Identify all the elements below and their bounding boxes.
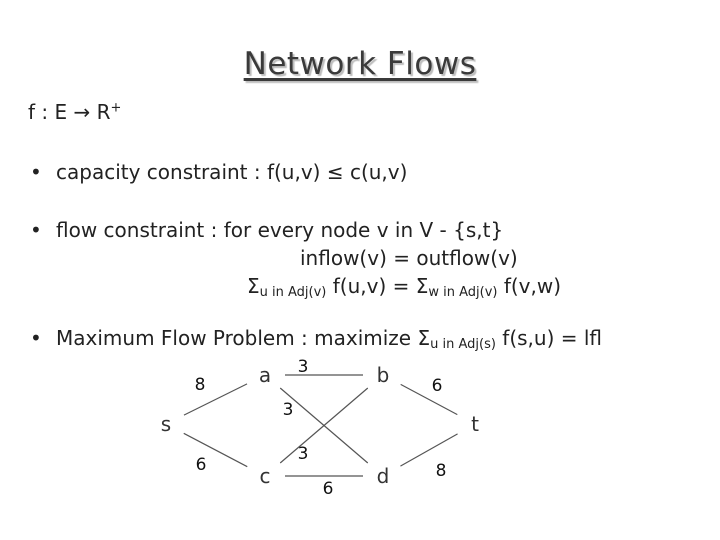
edge-c-b	[279, 387, 369, 464]
sigma-symbol: Σ	[247, 274, 260, 298]
node-d	[363, 456, 403, 496]
bullet-dot: •	[30, 218, 42, 242]
flow-constraint: flow constraint : for every node v in V …	[56, 218, 504, 242]
node-label: d	[377, 464, 390, 488]
node-label: t	[471, 412, 479, 436]
edge-capacity-label: 6	[196, 455, 207, 475]
node-a	[245, 355, 285, 395]
max-flow-end: f(s,u) = lfl	[495, 326, 603, 350]
max-flow-text: Maximum Flow Problem : maximize Σ	[56, 326, 431, 350]
flow-equation-end: f(v,w)	[497, 274, 562, 298]
capacity-constraint: capacity constraint : f(u,v) ≤ c(u,v)	[56, 160, 408, 184]
edge-s-a	[183, 383, 248, 416]
flow-equation-sum: Σu in Adj(v) f(u,v) = Σw in Adj(v) f(v,w…	[247, 274, 561, 300]
slide-title: Network Flows	[243, 46, 477, 82]
edge-b-t	[400, 383, 458, 416]
edge-capacity-label: 6	[432, 376, 443, 396]
node-s	[146, 404, 186, 444]
definition: f : E → R+	[28, 100, 121, 124]
edge-capacity-label: 8	[436, 461, 447, 481]
node-label: c	[260, 464, 271, 488]
node-label: s	[161, 412, 171, 436]
flow-equation-inflow: inflow(v) = outflow(v)	[300, 246, 518, 270]
edge-d-t	[400, 433, 458, 467]
sum-subscript: u in Adj(v)	[259, 285, 327, 300]
sum-subscript: u in Adj(s)	[430, 337, 496, 352]
bullet-dot: •	[30, 326, 42, 350]
bullet-dot: •	[30, 160, 42, 184]
sum-subscript: w in Adj(v)	[428, 285, 498, 300]
edge-capacity-label: 3	[298, 357, 309, 377]
edge-capacity-label: 6	[323, 479, 334, 499]
edge-capacity-label: 3	[283, 400, 294, 420]
node-label: b	[377, 363, 390, 387]
definition-superscript: +	[110, 100, 122, 116]
max-flow-problem: Maximum Flow Problem : maximize Σu in Ad…	[56, 326, 602, 352]
node-label: a	[259, 363, 271, 387]
edge-capacity-label: 8	[195, 375, 206, 395]
node-c	[245, 456, 285, 496]
edge-capacity-label: 3	[298, 444, 309, 464]
flow-equation-middle: f(u,v) = Σ	[326, 274, 429, 298]
edge-s-c	[183, 432, 248, 468]
definition-text: f : E → R	[28, 100, 111, 124]
node-b	[363, 355, 403, 395]
node-t	[455, 404, 495, 444]
